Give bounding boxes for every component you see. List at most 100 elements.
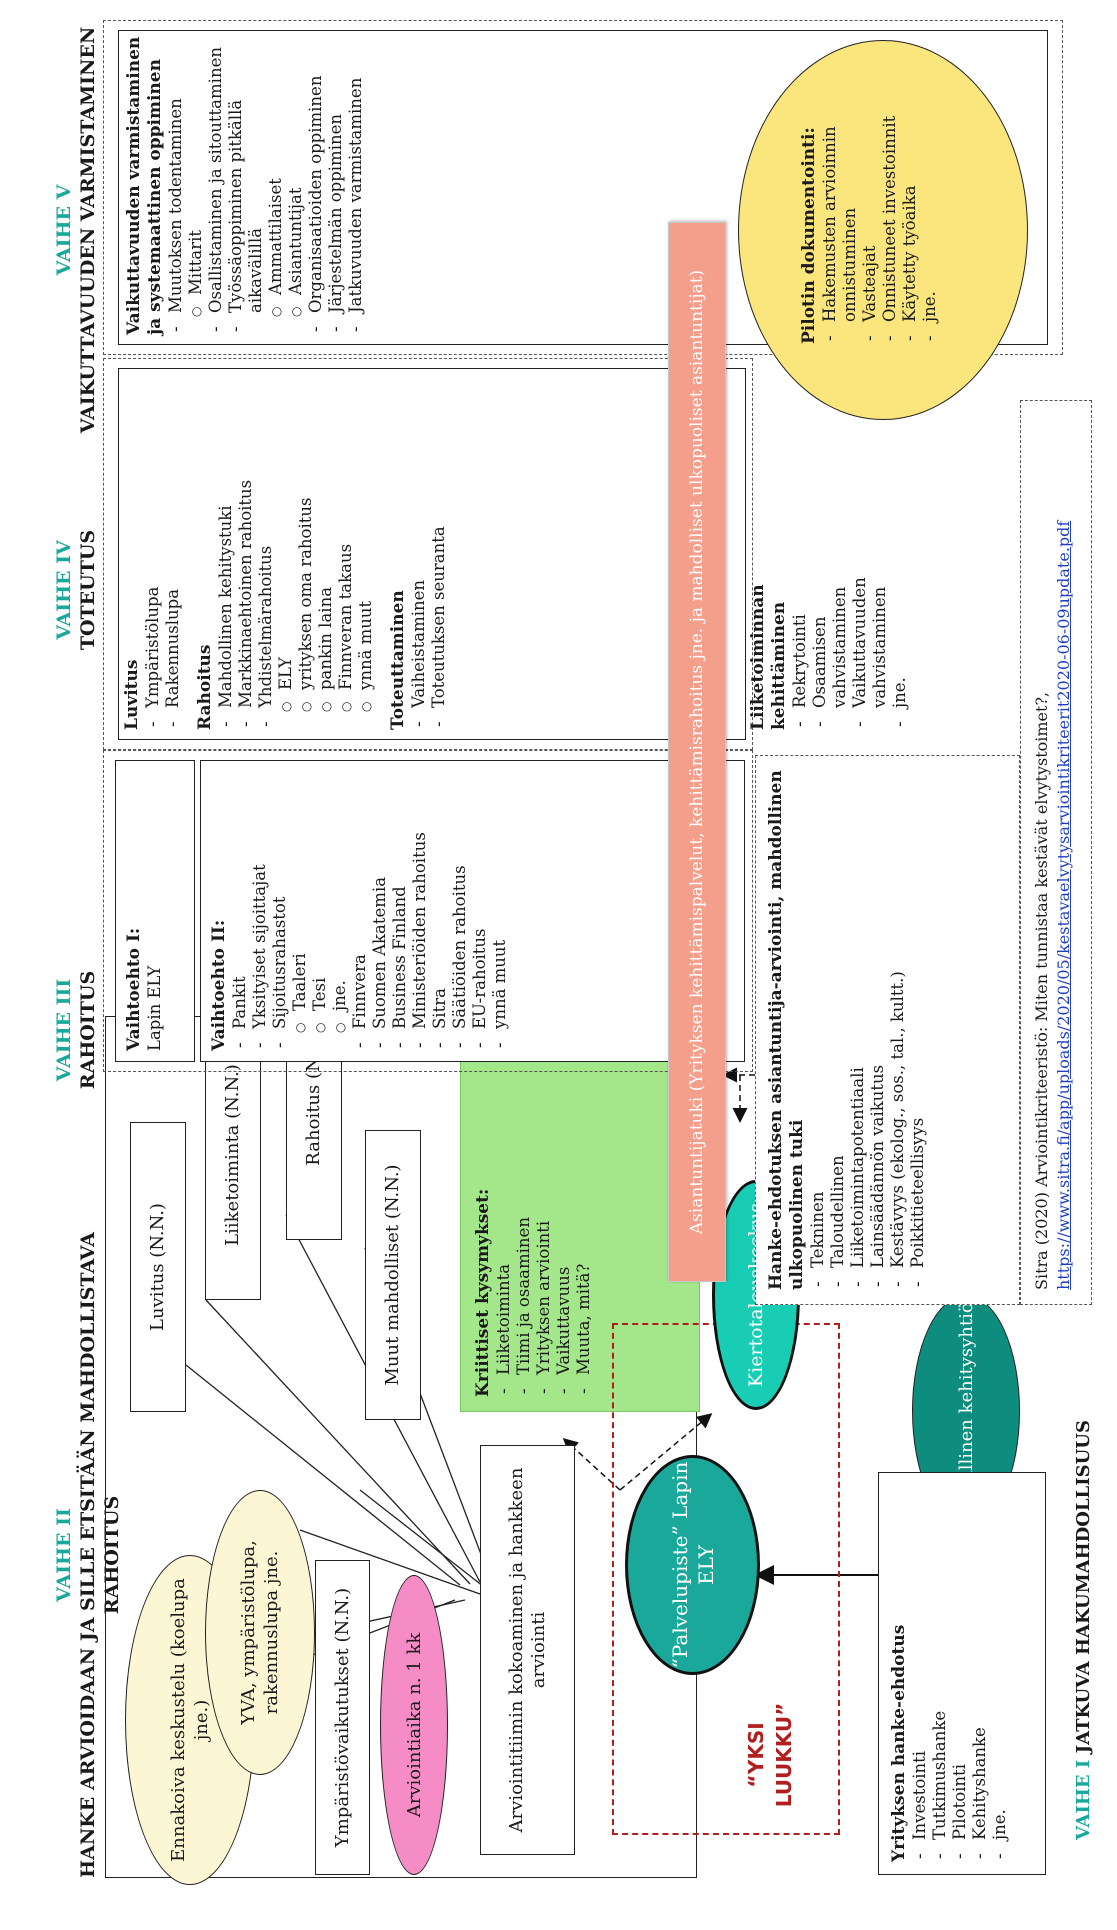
hanke-item: Tekninen [808, 770, 828, 1290]
phase4-title: TOTEUTUS [77, 529, 99, 651]
kriittiset-item: Yrityksen arviointi [534, 1027, 554, 1397]
ymparisto-text: Ympäristövaikutukset (N.N.) [331, 1587, 353, 1848]
kriittiset-item: Vaikuttavuus [554, 1027, 574, 1397]
p5-item: Järjestelmän oppiminen [326, 35, 346, 335]
pilot-item: Hakemusten arvioinnin onnistuminen [820, 96, 860, 344]
phase4-header: VAIHE IV TOTEUTUS [52, 430, 100, 750]
p4-liiketoiminnan-item: Rekrytointi [790, 540, 810, 730]
p5-item: Muutoksen todentaminen [166, 35, 186, 335]
p4-liiketoiminnan-item: Osaamisen vahvistaminen [810, 540, 850, 730]
p4-liiketoiminnan-block: Liiketoiminnan kehittäminen RekrytointiO… [748, 540, 988, 730]
p4-luvitus-item: Ympäristölupa [143, 400, 163, 730]
pilot-item: Käytetty työaika [900, 96, 920, 344]
hanke-heading: Hanke-ehdotuksen asiantuntija-arviointi,… [766, 770, 807, 1290]
vaihtoehto2-item: Sitra [430, 771, 450, 1051]
p5-item: Jatkuvuuden varmistaminen [346, 35, 366, 335]
company-box: Yrityksen hanke-ehdotus InvestointiTutki… [878, 1472, 1046, 1875]
p4-toteuttaminen-heading: Toteuttaminen [388, 590, 408, 730]
p4-rahoitus-item: Finnveran takaus [336, 400, 356, 730]
vaihtoehto2-item: Yksityiset sijoittajat [250, 771, 270, 1051]
muut-text: Muut mahdolliset (N.N.) [382, 1164, 403, 1386]
palvelupiste-text: “Palvelupiste” Lapin ELY [667, 1461, 718, 1669]
p5-list: Muutoksen todentaminenMittaritOsallistam… [166, 35, 366, 335]
p5-item: Organisaatioiden oppiminen [306, 35, 326, 335]
hanke-item: Kestävyys (ekolog., sos., tal., kultt.) [888, 770, 908, 1290]
p5-item: Asiantuntijat [286, 35, 306, 335]
vaihtoehto2-item: Tesi [310, 771, 330, 1051]
kriittiset-item: Muuta, mitä? [574, 1027, 594, 1397]
vaihtoehto2-item: Finnvera [350, 771, 370, 1051]
phase3-label: VAIHE III [53, 978, 75, 1082]
vaihtoehto2-item: Taaleri [290, 771, 310, 1051]
muut-box: Muut mahdolliset (N.N.) [365, 1130, 421, 1420]
p4-rahoitus-heading: Rahoitus [195, 644, 215, 730]
p4-rahoitus-item: Mahdollinen kehitystuki [216, 400, 236, 730]
vaihtoehto1-heading: Vaihtoehto I: [124, 927, 144, 1051]
vaihtoehto2-item: jne. [330, 771, 350, 1051]
pilot-heading: Pilotin dokumentointi: [799, 127, 819, 344]
connector-ymparisto [299, 1529, 481, 1595]
company-heading: Yrityksen hanke-ehdotus [889, 1624, 909, 1862]
phase4-content: Luvitus YmpäristölupaRakennuslupa Rahoit… [122, 400, 682, 730]
vaihtoehto2-item: Pankit [230, 771, 250, 1051]
vaihtoehto2-item: Ministeriöiden rahoitus [410, 771, 430, 1051]
vaihtoehto2-box: Vaihtoehto II: PankitYksityiset sijoitta… [200, 760, 745, 1062]
company-list: InvestointiTutkimushankePilotointiKehity… [910, 1485, 1010, 1862]
vaihtoehto1-box: Vaihtoehto I: Lapin ELY [115, 760, 195, 1062]
arviointiaika-text: Arviointiaika n. 1 kk [403, 1632, 425, 1818]
company-item: jne. [990, 1485, 1010, 1862]
p4-liiketoiminnan-item: Vaikuttavuuden vahvistaminen [850, 540, 890, 730]
vaihtoehto2-item: Säätiöiden rahoitus [450, 771, 470, 1051]
sitra-link[interactable]: https://www.sitra.fi/app/uploads/2020/05… [1054, 520, 1073, 1290]
p5-item: Ammattilaiset [266, 35, 286, 335]
vaihtoehto2-list: PankitYksityiset sijoittajatSijoitusraha… [230, 771, 510, 1051]
phase1-header: VAIHE I JATKUVA HAKUMAHDOLLISUUS [1072, 1360, 1096, 1900]
pilot-item: jne. [920, 96, 940, 344]
hanke-item: Poikkitieteellisyys [908, 770, 928, 1290]
hanke-item: Lainsäädännön vaikutus [868, 770, 888, 1290]
p5-heading: Vaikuttavuuden varmistaminen ja systemaa… [124, 36, 165, 335]
phase1-label: VAIHE I [1073, 1759, 1094, 1841]
kriittiset-item: Tiimi ja osaaminen [514, 1027, 534, 1397]
p4-toteuttaminen-item: Vaiheistaminen [409, 400, 429, 730]
p4-luvitus-item: Rakennuslupa [163, 400, 183, 730]
company-item: Kehityshanke [970, 1485, 990, 1862]
hanke-item: Taloudellinen [828, 770, 848, 1290]
p4-rahoitus-item: Yhdistelmärahoitus [256, 400, 276, 730]
phase3-header: VAIHE III RAHOITUS [52, 890, 100, 1170]
p5-item: Osallistaminen ja sitouttaminen [206, 35, 226, 335]
phase5-title: VAIKUTTAVUUDEN VARMISTAMINEN [77, 26, 99, 434]
p4-liiketoiminnan-heading: Liiketoiminnan kehittäminen [748, 584, 789, 730]
sitra-reference: Sitra (2020) Arviointikriteeristö: Miten… [1020, 400, 1092, 1305]
phase5-content: Vaikuttavuuden varmistaminen ja systemaa… [124, 35, 734, 335]
vaihtoehto2-item: ynnä muut [490, 771, 510, 1051]
phase4-label: VAIHE IV [53, 540, 75, 640]
p4-rahoitus-item: ELY [276, 400, 296, 730]
vaihtoehto2-heading: Vaihtoehto II: [209, 919, 229, 1051]
palvelupiste-ellipse: “Palvelupiste” Lapin ELY [625, 1455, 760, 1675]
connector-luvitus [185, 1364, 461, 1586]
vaihtoehto1-text: Lapin ELY [145, 965, 164, 1051]
company-item: Pilotointi [950, 1485, 970, 1862]
p4-rahoitus-item: Markkinaehtoinen rahoitus [236, 400, 256, 730]
phase2-label: VAIHE II [53, 1508, 75, 1602]
pilot-ellipse: Pilotin dokumentointi: Hakemusten arvioi… [738, 40, 1028, 420]
vaihtoehto2-item: Suomen Akatemia [370, 771, 390, 1051]
p4-toteuttaminen-item: Toteutuksen seuranta [429, 400, 449, 730]
company-item: Investointi [910, 1485, 930, 1862]
p4-rahoitus-item: pankin laina [316, 400, 336, 730]
pilot-item: Onnistuneet investoinnit [880, 96, 900, 344]
kokoaminen-text: Arviointitiimin kokoaminen ja hankkeen a… [505, 1467, 549, 1833]
p4-rahoitus-item: yrityksen oma rahoitus [296, 400, 316, 730]
phase1-title: JATKUVA HAKUMAHDOLLISUUS [1073, 1419, 1094, 1754]
luvitus-box: Luvitus (N.N.) [130, 1122, 186, 1412]
yva-ellipse: YVA, ympäristölupa, rakennuslupa jne. [205, 1490, 315, 1775]
p5-item: Mittarit [186, 35, 206, 335]
pilot-item: Vasteajat [860, 96, 880, 344]
p4-rahoitus-list: Mahdollinen kehitystukiMarkkinaehtoinen … [216, 400, 376, 730]
yva-text: YVA, ympäristölupa, rakennuslupa jne. [238, 1540, 282, 1725]
p4-liiketoiminnan-list: RekrytointiOsaamisen vahvistaminenVaikut… [790, 540, 910, 730]
p4-liiketoiminnan-item: jne. [890, 540, 910, 730]
p4-rahoitus-item: ynnä muut [356, 400, 376, 730]
